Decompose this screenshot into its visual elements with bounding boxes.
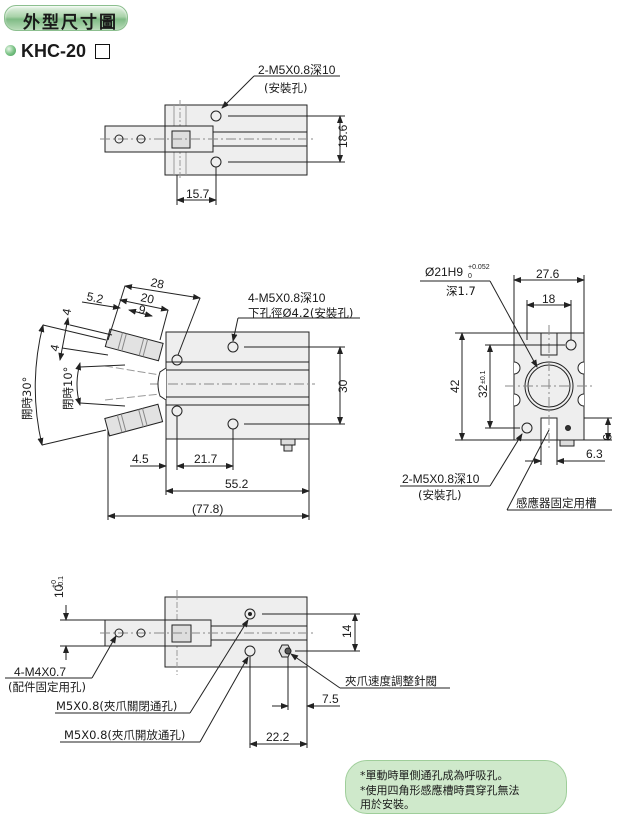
fix-hole-note: (配件固定用孔) [8,680,86,694]
sensor-slot-label: 感應器固定用槽 [516,496,597,510]
end-dim-32-tol: ±0.1 [480,370,487,384]
note-line: *使用四角形感應槽時貫穿孔無法 [360,784,520,797]
end-dim-27-6: 27.6 [536,267,560,281]
notes-box: *單動時單側通孔成為呼吸孔。 *使用四角形感應槽時貫穿孔無法 用於安裝。 [345,760,567,814]
jaw-upper [104,328,164,362]
fix-hole [114,628,124,638]
top-callout-thread: 2-M5X0.8深10 [258,63,336,77]
bottom-dim-14: 14 [340,624,354,638]
side-dim-30: 30 [336,379,350,393]
end-dim-32: 32 [476,384,490,398]
top-view [100,75,345,205]
side-dim-4b: 4 [47,343,62,353]
bottom-dim-22-2: 22.2 [266,730,290,744]
depth-label: 深1.7 [446,284,476,298]
pivot-hole [171,354,183,366]
jaw-lower [104,403,164,437]
side-callout-thread: 4-M5X0.8深10 [248,291,326,305]
note-line: 用於安裝。 [360,798,415,811]
jaw-hole [136,134,146,144]
sensor-screw [565,425,571,431]
fix-hole-callout: 4-M4X0.7 [14,665,66,679]
side-dim-20: 20 [139,290,155,307]
close-port [244,608,256,620]
open-port-callout: M5X0.8(夾爪開放通孔) [64,728,185,742]
bore-label: Ø21H9 [425,265,463,279]
model-name: KHC-20 [21,41,87,61]
bullet-icon [5,45,16,56]
angle-open-label: 開時30° [20,377,34,420]
side-dim-21-7: 21.7 [194,452,218,466]
section-title-badge: 外型尺寸圖 [4,5,128,33]
bottom-dim-10: 10 [52,584,66,598]
close-port-callout: M5X0.8(夾爪關閉通孔) [56,699,177,713]
top-callout-note: (安裝孔) [264,81,307,95]
model-suffix-box [95,44,110,59]
end-callout-thread: 2-M5X0.8深10 [402,472,480,486]
end-dim-9: 9 [600,434,614,441]
bore-tol-upper: +0.052 [468,264,490,271]
angle-close-label: 閉時10° [61,367,75,410]
mount-hole [227,341,239,353]
bottom-dim-10-tol-upper: +0 [51,580,58,588]
side-callout-note: 下孔徑Ø4.2(安裝孔) [248,306,353,320]
side-dim-4a: 4 [59,307,74,317]
end-dim-18: 18 [542,292,556,306]
fix-hole [136,628,146,638]
bottom-dim-10-tol-lower: -0.1 [58,576,65,588]
side-dim-55-2: 55.2 [225,477,249,491]
section-title: 外型尺寸圖 [23,13,118,33]
side-dim-9: 9 [137,302,147,317]
end-dim-6-3: 6.3 [586,447,603,461]
mount-hole [210,110,222,122]
bottom-dim-7-5: 7.5 [322,692,339,706]
speed-valve-label: 夾爪速度調整針閥 [345,674,437,688]
side-dim-4-5: 4.5 [132,452,149,466]
end-view [400,275,612,511]
bore-tol-lower: 0 [468,273,472,280]
bottom-view [5,590,450,748]
side-dim-5-2: 5.2 [85,289,105,306]
jaw-hole [114,134,124,144]
note-line: *單動時單側通孔成為呼吸孔。 [360,769,509,782]
end-callout-note: (安裝孔) [418,488,461,502]
top-dim-width: 15.7 [186,187,210,201]
side-dim-77-8: (77.8) [192,502,223,516]
side-dim-28: 28 [149,275,165,292]
mount-hole [521,422,533,434]
top-dim-height: 18.6 [336,124,350,148]
side-view [34,284,360,520]
end-dim-42: 42 [448,379,462,393]
